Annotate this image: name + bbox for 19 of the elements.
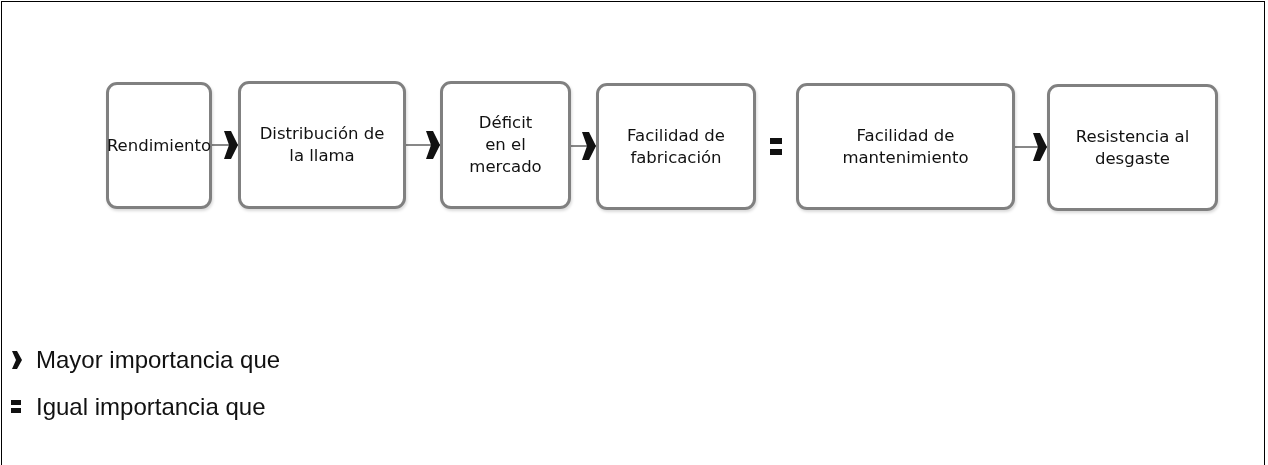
process-box [596,83,756,210]
process-box [440,81,571,209]
chevron-connector [1014,133,1048,161]
box-label: Rendimiento [106,134,212,157]
box-label: Resistencia al desgaste [1074,125,1191,170]
equal-sign-connector [770,138,782,155]
process-box [238,81,406,209]
chevron-connector [211,131,239,159]
box-label: Déficit en el mercado [469,112,542,178]
box-label: Distribución de la llama [258,123,386,167]
box-label: Facilidad de fabricación [627,124,725,169]
legend-label: Mayor importancia que [36,346,281,374]
legend-label: Igual importancia que [36,393,266,421]
process-box [796,83,1015,210]
box-label: Facilidad de mantenimiento [841,124,970,169]
chevron-connector [570,132,597,160]
chevron-connector [405,131,441,159]
process-box [1047,84,1218,211]
process-box [106,82,212,209]
